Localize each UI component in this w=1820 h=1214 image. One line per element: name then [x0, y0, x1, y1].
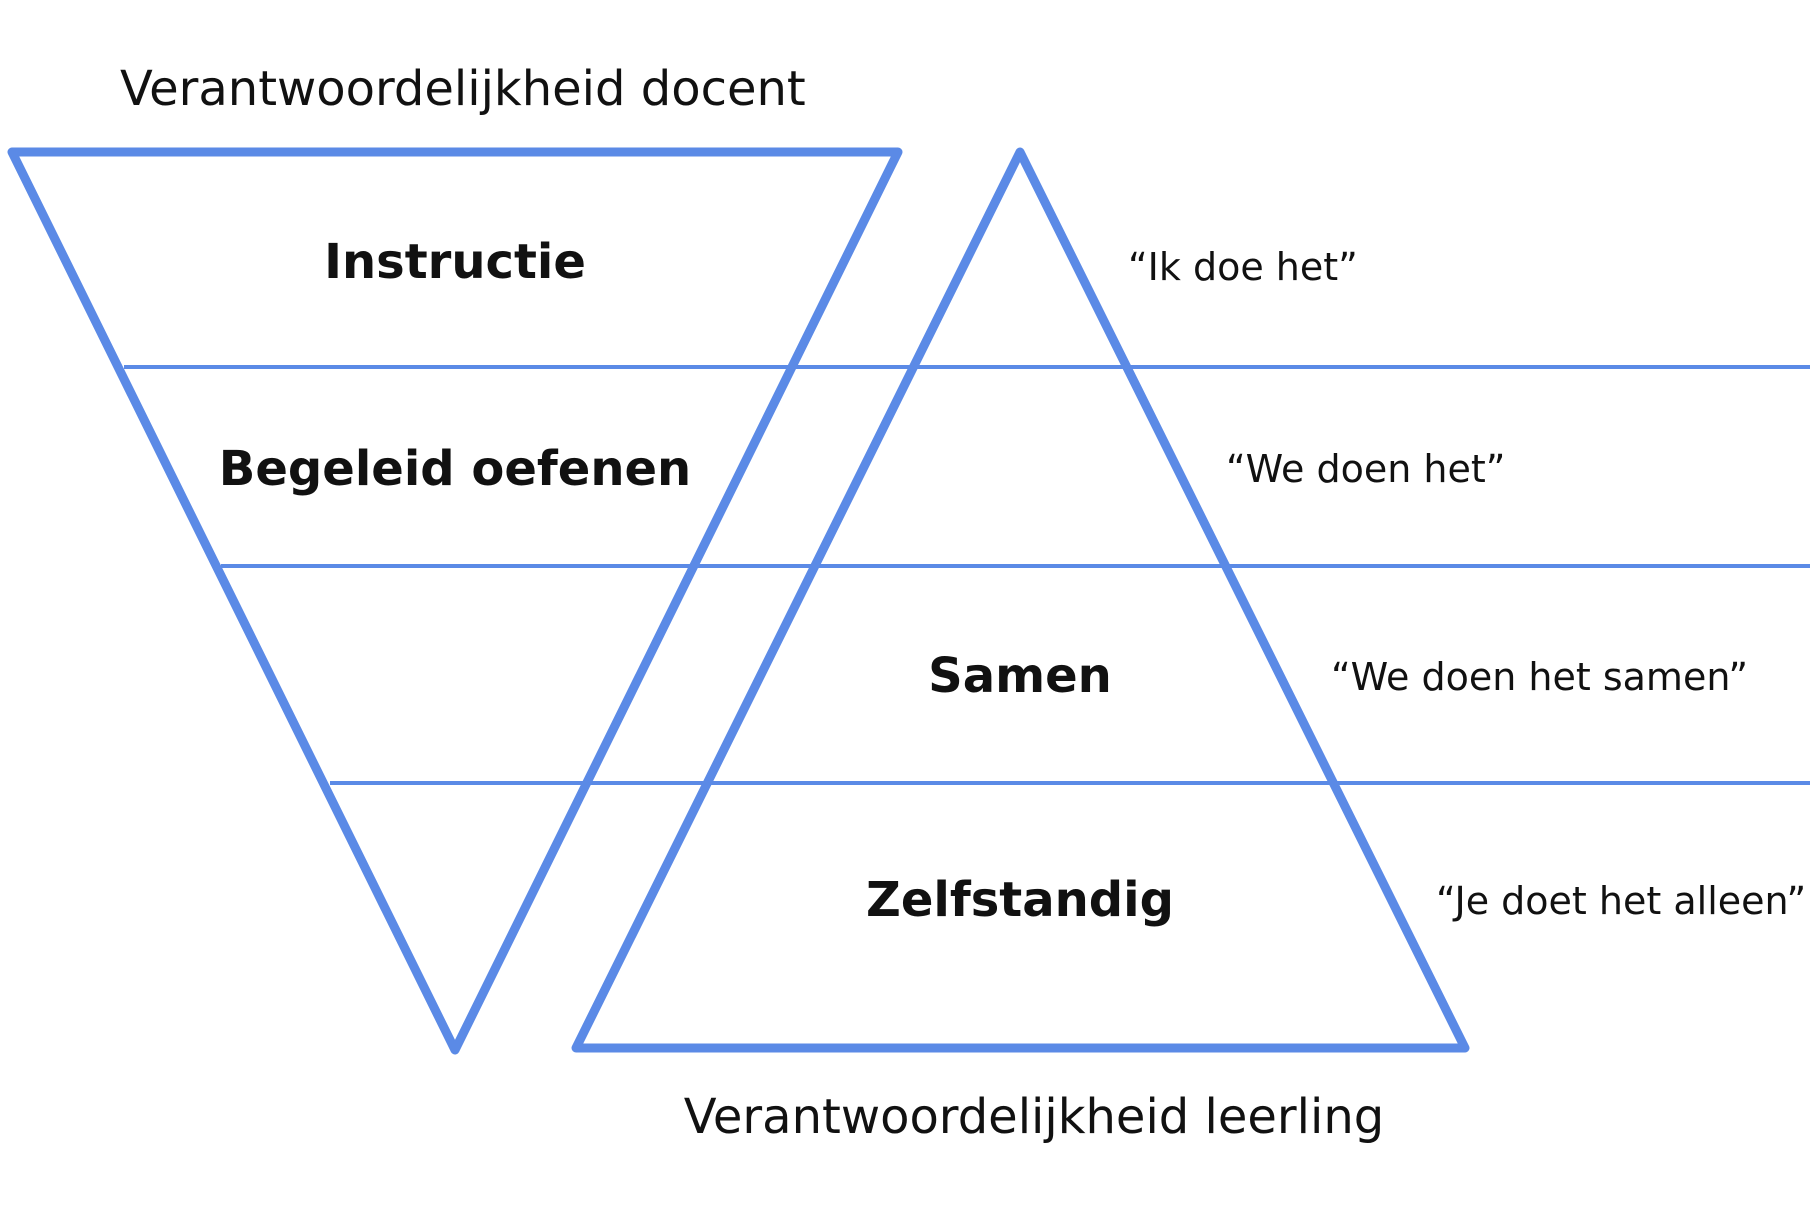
quote-we-doen-het-samen: “We doen het samen”: [1331, 655, 1748, 699]
student-responsibility-label: Verantwoordelijkheid leerling: [684, 1089, 1384, 1145]
stage-zelfstandig: Zelfstandig: [866, 872, 1174, 928]
stage-samen: Samen: [928, 648, 1112, 704]
quote-we-doen-het: “We doen het”: [1226, 447, 1505, 491]
quote-je-doet-het-alleen: “Je doet het alleen”: [1436, 879, 1806, 923]
student-responsibility-triangle: [571, 147, 1470, 1053]
teacher-responsibility-label: Verantwoordelijkheid docent: [120, 61, 806, 117]
teacher-responsibility-triangle: [7, 147, 903, 1055]
stage-instructie: Instructie: [324, 234, 586, 290]
stage-begeleid-oefenen: Begeleid oefenen: [219, 441, 691, 497]
quote-ik-doe-het: “Ik doe het”: [1128, 245, 1358, 289]
